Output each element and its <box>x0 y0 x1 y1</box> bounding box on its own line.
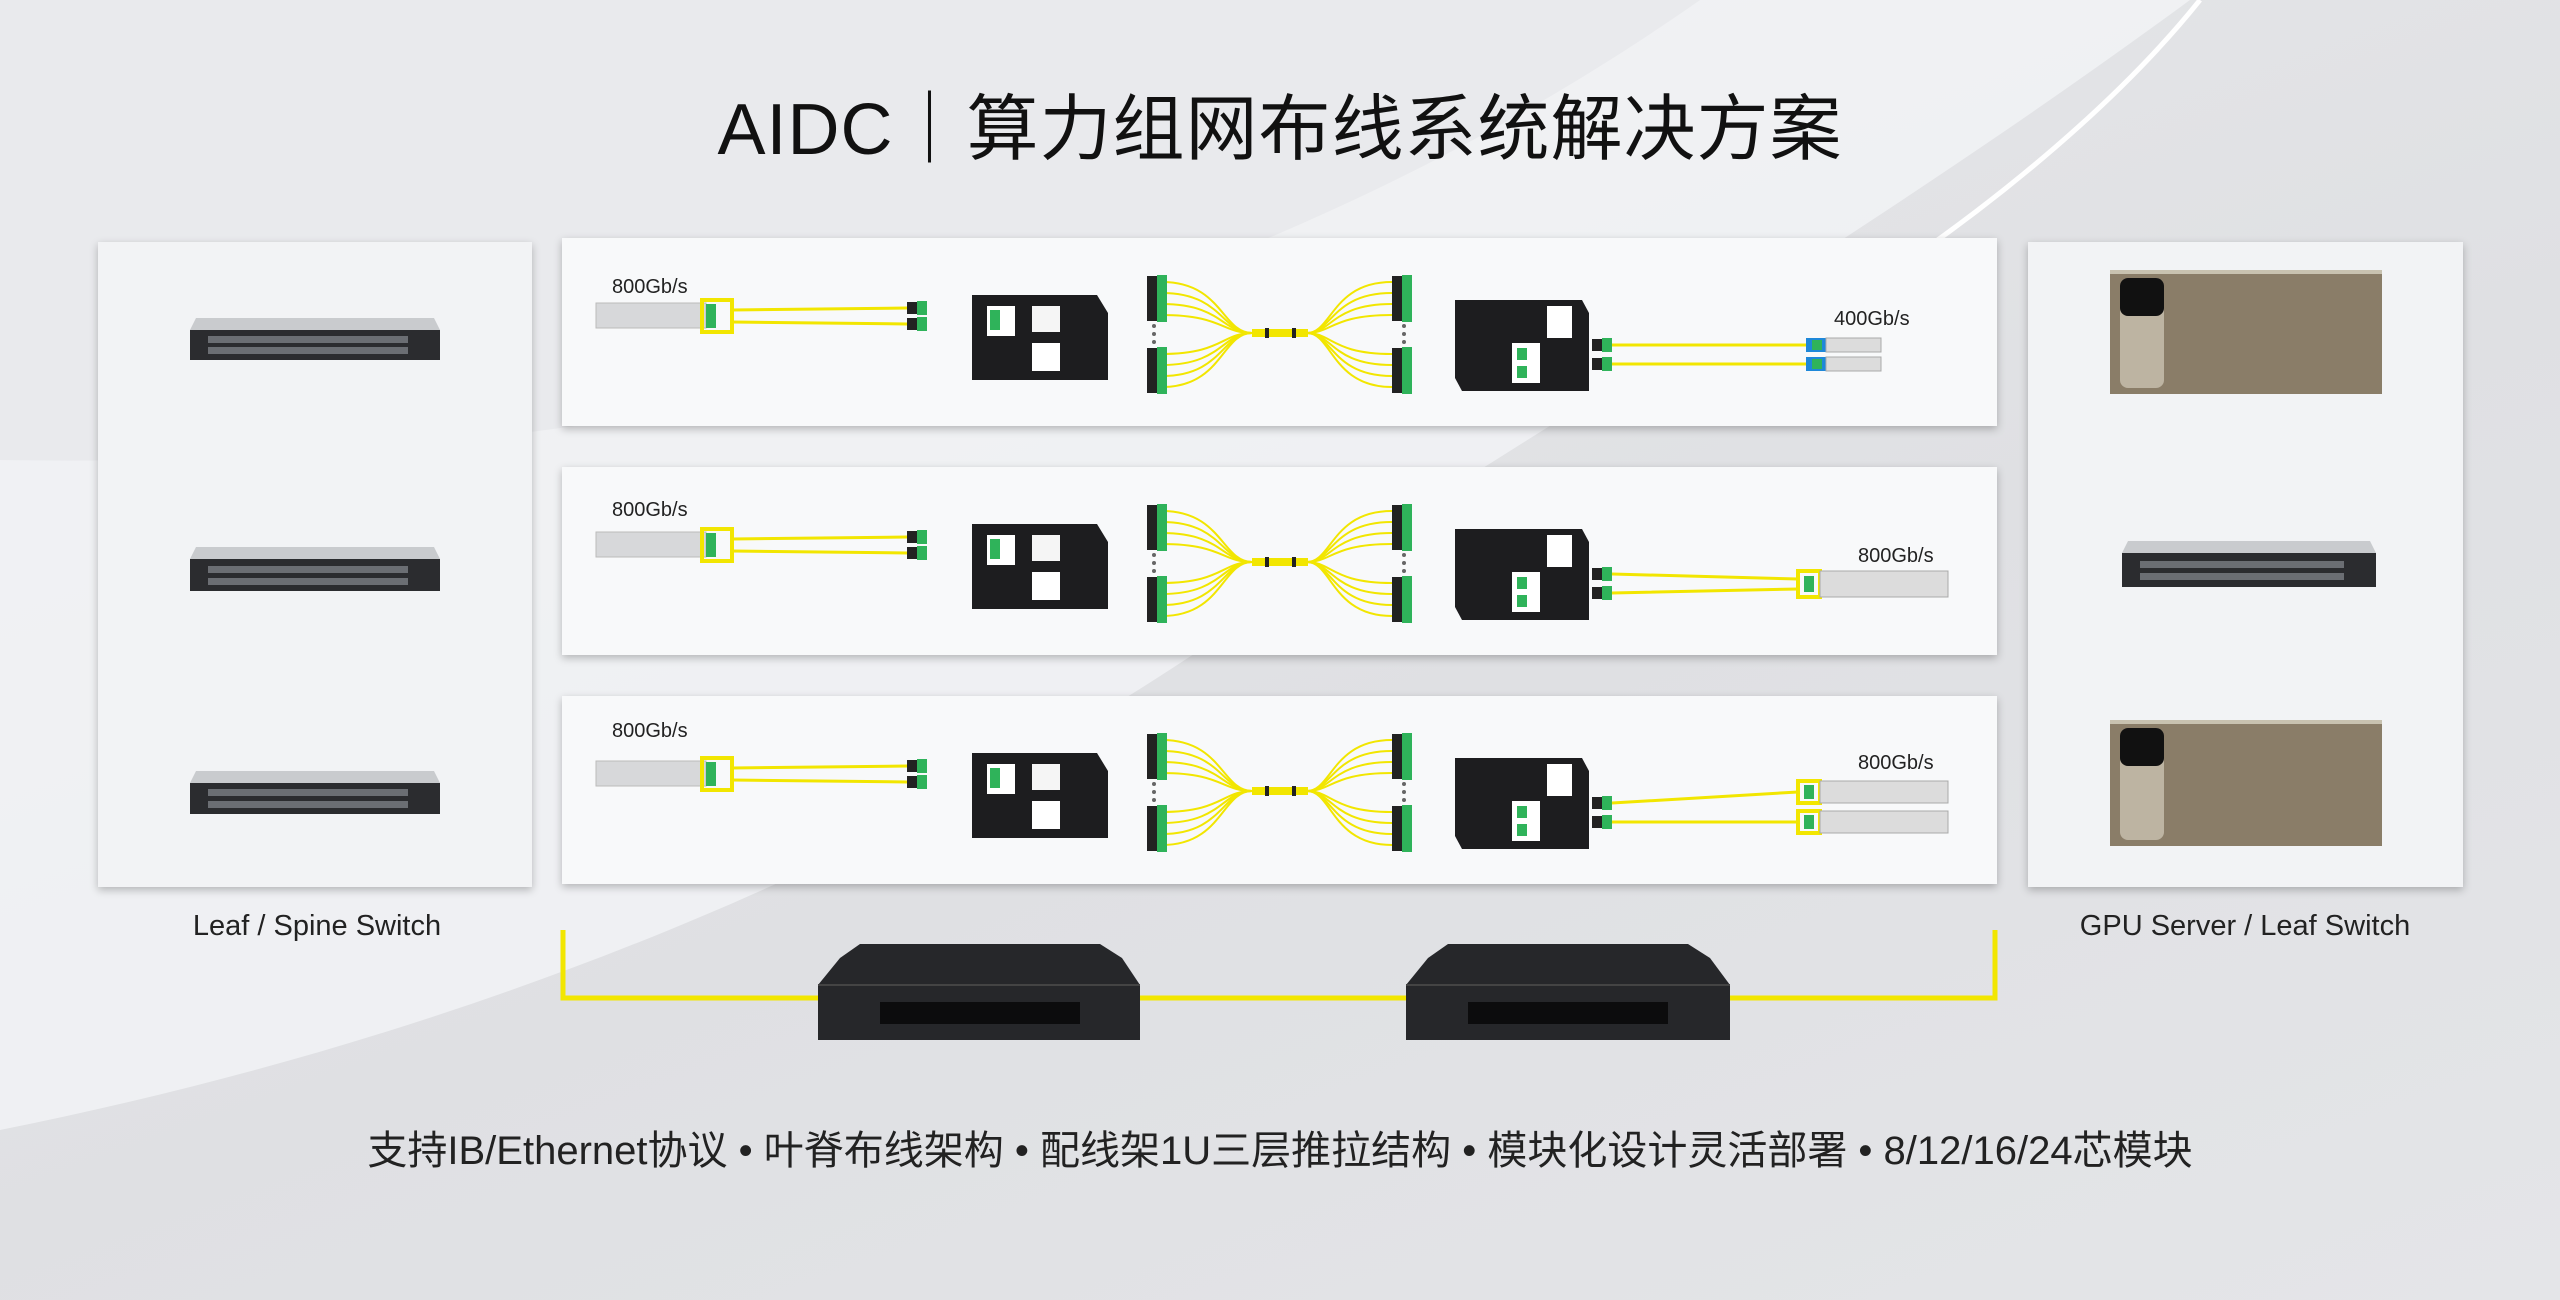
right-speed-label: 800Gb/s <box>1858 752 1934 774</box>
left-speed-label: 800Gb/s <box>612 499 688 521</box>
leaf-spine-caption: Leaf / Spine Switch <box>192 910 442 942</box>
cassette-icon <box>972 524 1108 609</box>
switch-icon <box>190 547 440 591</box>
transceiver-icon <box>595 527 734 563</box>
trunk-cable <box>560 930 1998 1001</box>
cassette-icon <box>1455 300 1589 391</box>
patch-panel-icon <box>818 944 1140 1040</box>
gpu-server-icon <box>2110 720 2382 846</box>
fiber-link-diagram <box>595 275 1882 394</box>
right-speed-label: 400Gb/s <box>1834 308 1910 330</box>
page-title: AIDC｜算力组网布线系统解决方案 <box>717 90 1843 170</box>
switch-icon <box>2122 541 2376 587</box>
transceiver-icon <box>1806 356 1882 372</box>
right-speed-label: 800Gb/s <box>1858 545 1934 567</box>
cassette-icon <box>972 295 1108 380</box>
patch-panel-icon <box>1406 944 1730 1040</box>
cassette-icon <box>972 753 1108 838</box>
transceiver-icon <box>1796 809 1949 835</box>
left-speed-label: 800Gb/s <box>612 720 688 742</box>
left-speed-label: 800Gb/s <box>612 276 688 298</box>
gpu-server-caption: GPU Server / Leaf Switch <box>2079 910 2411 942</box>
transceiver-icon <box>1796 569 1949 599</box>
fanout-cable <box>1147 275 1412 394</box>
transceiver-icon <box>595 298 734 334</box>
gpu-server-panel <box>2028 242 2463 887</box>
fiber-link-diagram <box>595 504 1949 623</box>
transceiver-icon <box>1796 779 1949 805</box>
transceiver-icon <box>1806 337 1882 353</box>
fanout-cable <box>1147 504 1412 623</box>
link-row-3: 800Gb/s 800Gb/s <box>562 696 1997 884</box>
cassette-icon <box>1455 758 1589 849</box>
fiber-link-diagram <box>595 733 1949 852</box>
link-row-2: 800Gb/s 800Gb/s <box>562 467 1997 655</box>
transceiver-icon <box>595 756 734 792</box>
switch-icon <box>190 318 440 360</box>
link-row-1: 800Gb/s 400Gb/s <box>562 238 1997 426</box>
switch-icon <box>190 771 440 814</box>
leaf-spine-panel <box>98 242 532 887</box>
feature-list: 支持IB/Ethernet协议 • 叶脊布线架构 • 配线架1U三层推拉结构 •… <box>367 1129 2193 1173</box>
gpu-server-icon <box>2110 270 2382 394</box>
fanout-cable <box>1147 733 1412 852</box>
cassette-icon <box>1455 529 1589 620</box>
